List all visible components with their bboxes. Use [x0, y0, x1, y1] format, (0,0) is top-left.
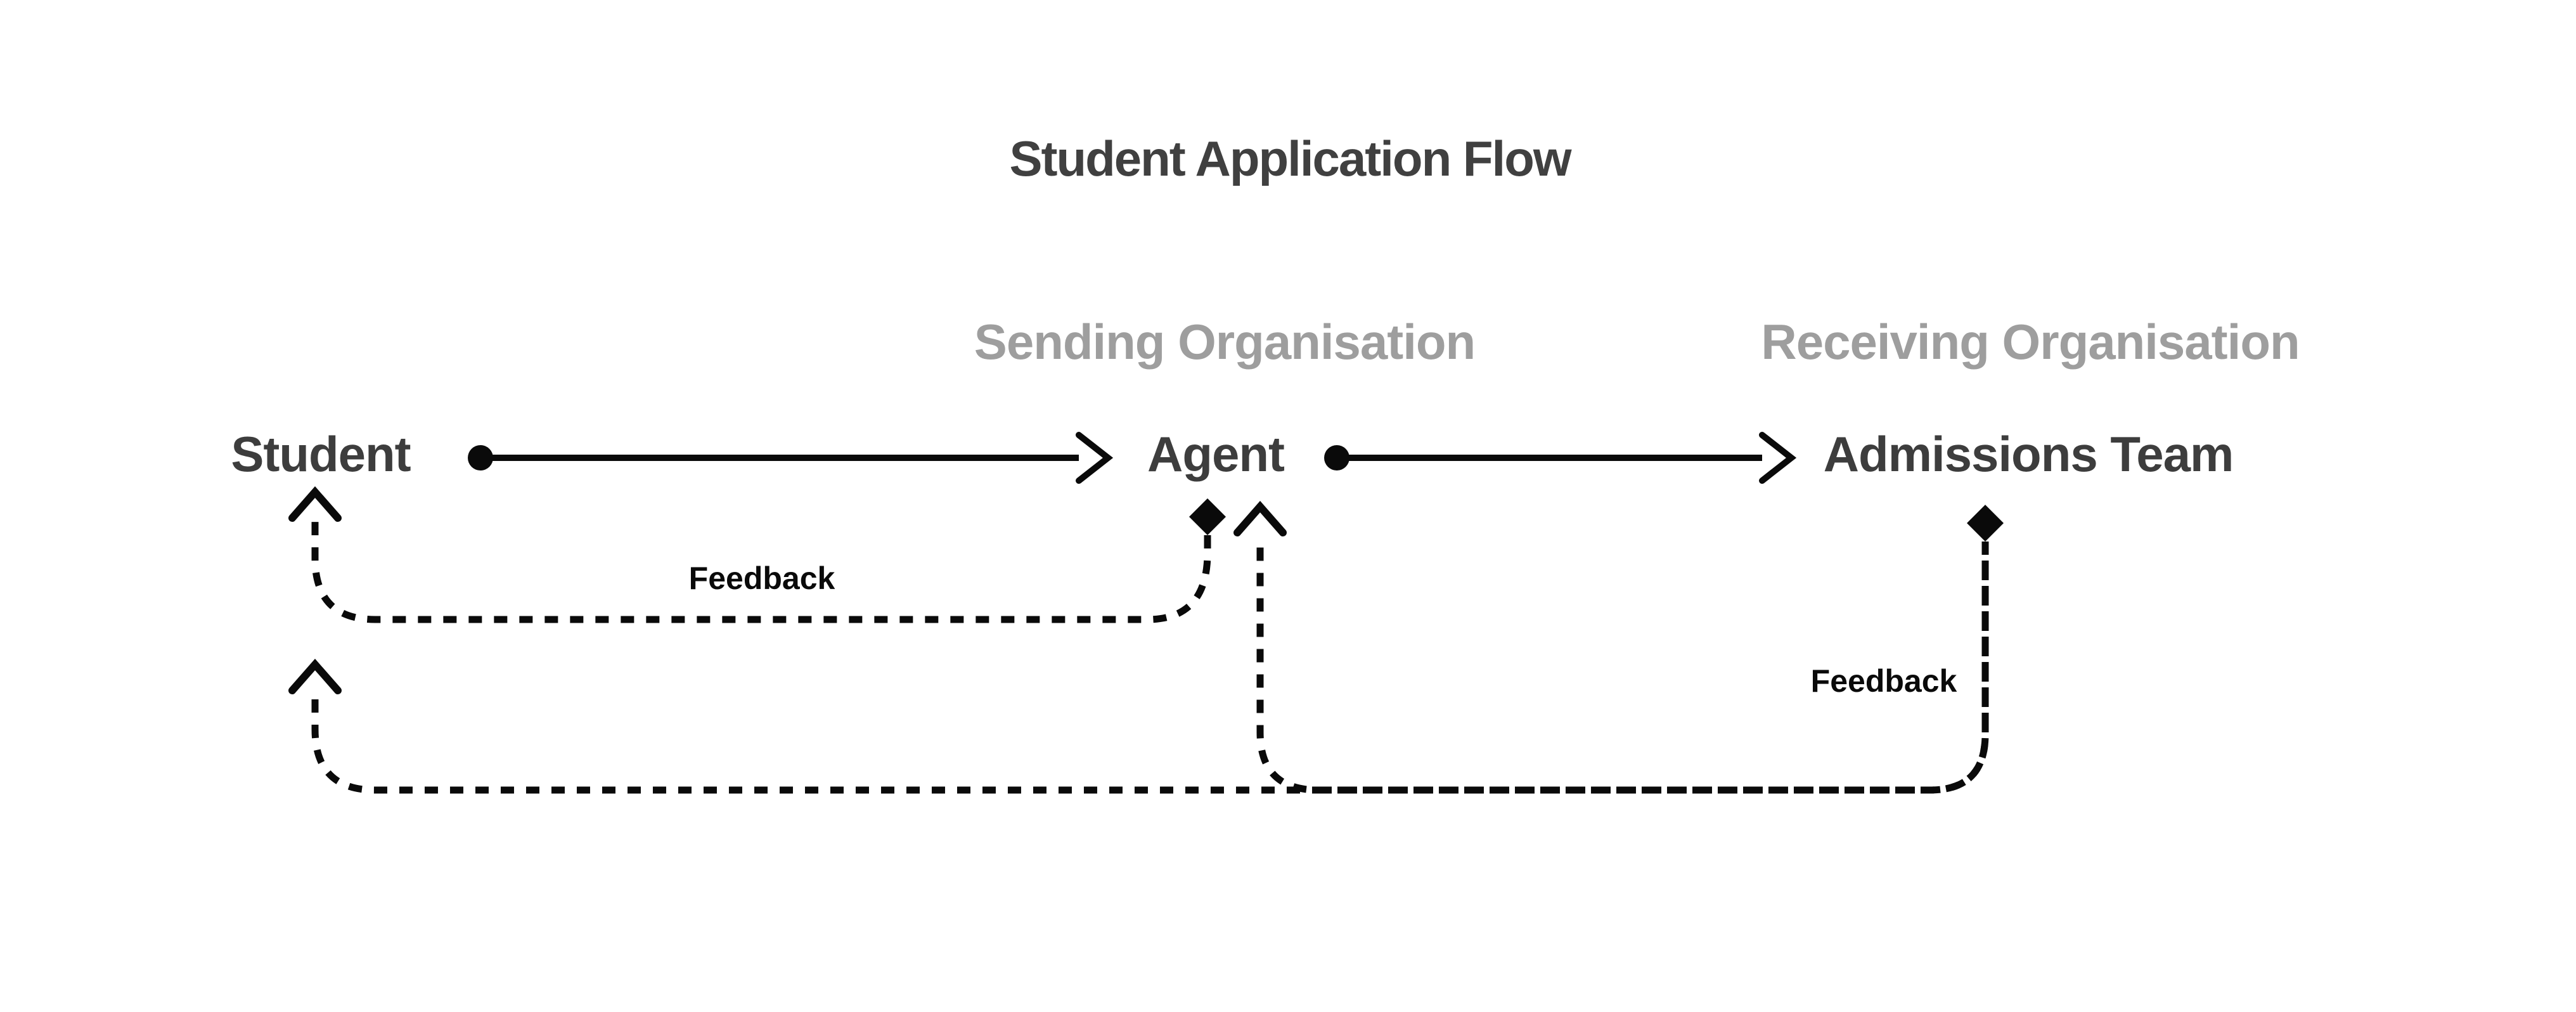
edge-start-dot-icon — [468, 445, 493, 470]
edge-start-dot-icon — [1324, 445, 1349, 470]
node-label-admissions-team: Admissions Team — [1824, 426, 2234, 482]
page-title: Student Application Flow — [1009, 131, 1571, 186]
arrowhead-right-icon — [1759, 432, 1797, 484]
feedback-edge-admissions-team-to-agent: Feedback — [1233, 500, 2004, 794]
node-label-student: Student — [231, 426, 411, 482]
feedback-edge-agent-to-student: Feedback — [288, 486, 1226, 623]
edge-start-diamond-icon — [1189, 498, 1226, 535]
arrowhead-right-icon — [1076, 432, 1114, 484]
edge-agent-to-admissions-team — [1324, 432, 1797, 484]
edge-line — [311, 542, 1989, 794]
arrowhead-up-icon — [288, 658, 342, 694]
group-label-sending-organisation: Sending Organisation — [974, 314, 1475, 370]
arrowhead-up-icon — [288, 486, 342, 522]
node-label-agent: Agent — [1147, 426, 1285, 482]
edge-student-to-agent — [468, 432, 1114, 484]
group-label-receiving-organisation: Receiving Organisation — [1761, 314, 2299, 370]
feedback-edge-admissions-team-to-student — [288, 542, 1989, 794]
arrowhead-up-icon — [1233, 500, 1287, 536]
edge-label-feedback-right: Feedback — [1811, 663, 1957, 699]
edge-label-feedback-left: Feedback — [689, 561, 835, 596]
edge-start-diamond-icon — [1967, 505, 2004, 542]
